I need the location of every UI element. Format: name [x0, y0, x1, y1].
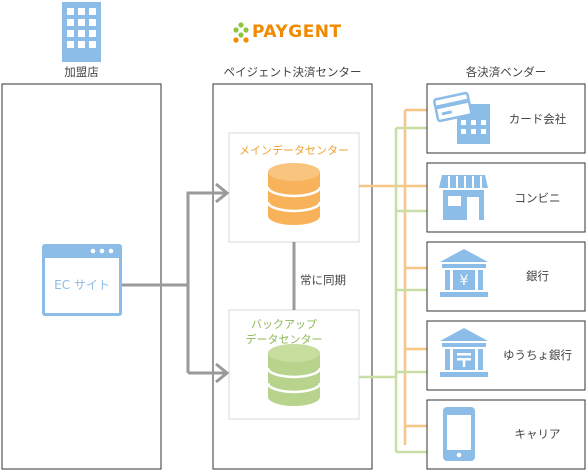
svg-text:¥: ¥ [460, 273, 469, 289]
smartphone-icon [443, 407, 475, 461]
center-title: ペイジェント決済センター [223, 65, 362, 79]
post-bank-icon [440, 328, 488, 377]
routing-arrows [122, 182, 230, 384]
backup-datacenter-label-line1: バックアップ [251, 318, 317, 331]
brand-name: PAYGENT [252, 22, 342, 42]
merchant-title: 加盟店 [64, 65, 99, 79]
vendor-label-conveni: コンビニ [514, 191, 561, 205]
vendor-label-bank: 銀行 [526, 269, 549, 283]
credit-card-building-icon [432, 91, 490, 144]
backup-vendor-lines [359, 126, 427, 454]
vendor-label-carrier: キャリア [514, 427, 561, 441]
paygent-logo-dots [233, 22, 249, 43]
main-database-icon [266, 163, 322, 225]
building-icon [62, 2, 101, 62]
backup-database-icon [266, 344, 322, 406]
backup-datacenter-label-line2: データセンター [245, 333, 323, 346]
main-datacenter-label: メインデータセンター [239, 144, 349, 157]
bank-yen-icon: ¥ [440, 249, 488, 297]
vendors-title: 各決済ベンダー [465, 65, 547, 79]
vendor-label-postbank: ゆうちょ銀行 [503, 348, 572, 362]
vendor-label-card: カード会社 [508, 112, 567, 126]
sync-label: 常に同期 [300, 273, 346, 287]
ec-site-label: EC サイト [54, 278, 110, 292]
main-vendor-lines [359, 108, 427, 445]
ec-site-window [42, 244, 122, 316]
convenience-store-icon [439, 175, 488, 220]
